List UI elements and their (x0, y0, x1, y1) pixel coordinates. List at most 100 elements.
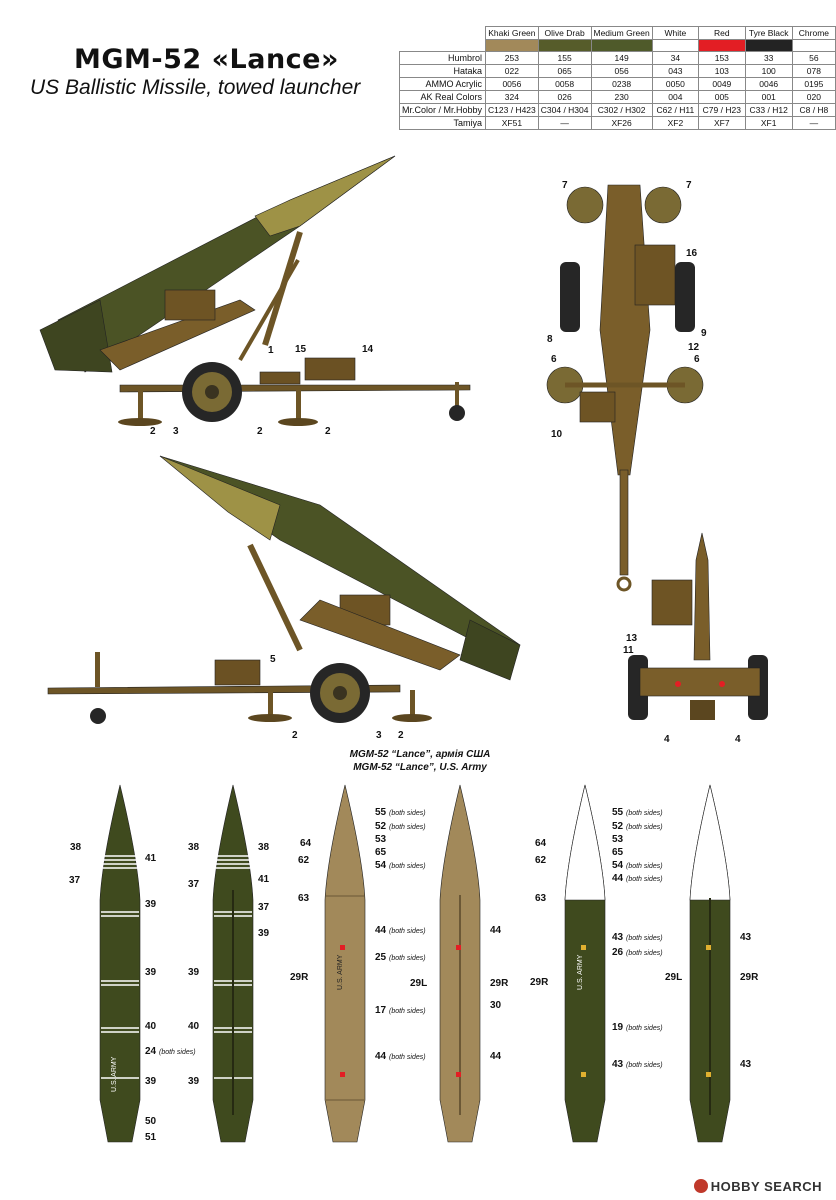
both-sides-note: (both sides) (389, 824, 426, 831)
hobbysearch-watermark: HOBBY SEARCH (693, 1179, 822, 1194)
svg-text:44: 44 (612, 873, 624, 884)
svg-text:37: 37 (69, 875, 81, 886)
svg-text:14: 14 (362, 344, 374, 355)
svg-text:54: 54 (375, 860, 387, 871)
launcher-side-view-left-callouts: 1 15 14 2 3 2 2 (150, 344, 374, 437)
both-sides-note: (both sides) (626, 863, 663, 870)
svg-text:8: 8 (547, 334, 553, 345)
svg-text:1: 1 (268, 345, 274, 356)
both-sides-note: (both sides) (389, 955, 426, 962)
svg-text:4: 4 (664, 734, 670, 745)
svg-text:37: 37 (188, 879, 200, 890)
both-sides-note: (both sides) (389, 928, 426, 935)
missile-tan-left-side-callouts: 55(both sides) 52(both sides) 53 64 65 6… (290, 807, 426, 1062)
svg-text:41: 41 (258, 874, 270, 885)
svg-text:2: 2 (398, 730, 404, 741)
svg-text:30: 30 (490, 1000, 502, 1011)
both-sides-note: (both sides) (626, 950, 663, 957)
paint-color-swatch (590, 39, 653, 52)
paint-brand-label: Tamiya (398, 116, 487, 130)
svg-text:39: 39 (258, 928, 270, 939)
paint-code-cell: — (791, 116, 836, 130)
svg-text:52: 52 (375, 821, 387, 832)
svg-text:44: 44 (490, 1051, 502, 1062)
svg-text:26: 26 (612, 947, 624, 958)
both-sides-note: (both sides) (626, 1025, 663, 1032)
launcher-top-view-callouts: 7 7 16 8 9 12 6 6 10 (547, 180, 707, 440)
missile-green-right-side (212, 784, 254, 1143)
svg-text:53: 53 (375, 834, 387, 845)
svg-text:65: 65 (375, 847, 387, 858)
svg-text:11: 11 (623, 645, 634, 656)
svg-text:24: 24 (145, 1046, 157, 1057)
missile-green-left-side-callouts: 38 41 37 39 39 40 24 (both sides) 39 50 … (69, 842, 196, 1143)
svg-text:15: 15 (295, 344, 307, 355)
svg-text:62: 62 (298, 855, 310, 866)
marking-caption-ukrainian: MGM-52 “Lance”, армія США (349, 749, 491, 760)
svg-text:55: 55 (612, 807, 624, 818)
svg-text:43: 43 (612, 1059, 624, 1070)
svg-text:53: 53 (612, 834, 624, 845)
svg-text:44: 44 (375, 1051, 387, 1062)
us-army-stencil: U.S. ARMY (337, 954, 344, 990)
both-sides-note: (both sides) (626, 824, 663, 831)
svg-text:2: 2 (325, 426, 331, 437)
svg-text:38: 38 (188, 842, 200, 853)
missile-green-left-side: U.S. ARMY (99, 784, 141, 1143)
svg-text:6: 6 (551, 354, 557, 365)
svg-text:29R: 29R (490, 978, 509, 989)
svg-text:38: 38 (70, 842, 82, 853)
svg-text:29L: 29L (410, 978, 427, 989)
launcher-top-view (546, 184, 704, 592)
svg-text:29R: 29R (740, 972, 759, 983)
svg-text:52: 52 (612, 821, 624, 832)
svg-text:65: 65 (612, 847, 624, 858)
svg-text:51: 51 (145, 1132, 157, 1143)
launcher-rear-view-callouts: 13 11 4 4 (623, 633, 741, 745)
both-sides-note: (both sides) (626, 1062, 663, 1069)
svg-text:4: 4 (735, 734, 741, 745)
svg-text:44: 44 (490, 925, 502, 936)
svg-text:64: 64 (535, 838, 547, 849)
missile-white-green-right-side (689, 784, 731, 1143)
svg-text:2: 2 (257, 426, 263, 437)
missile-green-right-side-callouts: 38 38 41 37 37 39 39 40 39 (188, 842, 270, 1087)
svg-text:10: 10 (551, 429, 563, 440)
paint-code-cell: XF51 (485, 116, 539, 130)
svg-text:12: 12 (688, 342, 700, 353)
svg-text:29L: 29L (665, 972, 682, 983)
paint-color-swatch (537, 39, 592, 52)
launcher-rear-view (628, 532, 768, 720)
us-army-stencil: U.S. ARMY (577, 954, 584, 990)
svg-text:63: 63 (535, 893, 547, 904)
svg-text:54: 54 (612, 860, 624, 871)
missile-tan-right-side-callouts: 44 29L 29R 30 44 (410, 925, 509, 1062)
svg-text:39: 39 (145, 967, 157, 978)
both-sides-note: (both sides) (389, 863, 426, 870)
missile-white-green-left-side: U.S. ARMY (564, 784, 606, 1143)
svg-text:43: 43 (612, 932, 624, 943)
launcher-side-view-left (39, 155, 471, 426)
paint-color-swatch (791, 39, 836, 52)
svg-text:29R: 29R (530, 977, 549, 988)
svg-text:63: 63 (298, 893, 310, 904)
page-subtitle: US Ballistic Missile, towed launcher (30, 76, 361, 99)
marking-caption-english: MGM-52 “Lance”, U.S. Army (353, 762, 487, 773)
svg-text:3: 3 (376, 730, 382, 741)
svg-text:39: 39 (145, 899, 157, 910)
both-sides-note: (both sides) (389, 1054, 426, 1061)
paint-color-swatch (651, 39, 700, 52)
launcher-side-view-right-callouts: 5 2 3 2 (270, 654, 404, 741)
paint-brand-label: AK Real Colors (398, 90, 487, 104)
paint-code-cell: — (537, 116, 592, 130)
svg-text:6: 6 (694, 354, 700, 365)
svg-text:55: 55 (375, 807, 387, 818)
missile-tan-left-side: U.S. ARMY (324, 784, 366, 1143)
svg-text:43: 43 (740, 1059, 752, 1070)
us-army-stencil: U.S. ARMY (111, 1056, 118, 1092)
svg-text:2: 2 (150, 426, 156, 437)
